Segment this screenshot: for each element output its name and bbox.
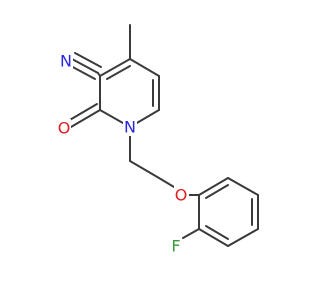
bond-ar-6-1 [198, 177, 229, 196]
bond-carbonyl-2 [67, 103, 98, 122]
atom-n-ring: N [123, 118, 137, 137]
atom-o-ether: O [174, 186, 189, 205]
atom-f: F [170, 237, 182, 256]
bond-ar-6-1-inner [205, 184, 229, 199]
structure-diagram: N N O O F [57, 24, 259, 256]
atom-n-ring-text: N [124, 118, 136, 137]
atom-n-nitrile: N [59, 52, 73, 71]
bond-ar-2-3-inner [205, 225, 229, 240]
bond-ar-f [182, 228, 200, 239]
bond-ar-2-3 [198, 228, 229, 247]
bond-nitrile-1 [71, 58, 99, 74]
bond-c4-c5 [129, 58, 160, 77]
bond-ar-3-4 [227, 228, 259, 247]
atom-labels: N N O O F [57, 52, 189, 256]
bond-c3-c4-inner [106, 65, 131, 80]
bonds [67, 24, 259, 247]
bond-ch2-ch2 [129, 160, 160, 179]
bond-nitrile-3 [74, 52, 102, 68]
bond-ar-5-6 [227, 177, 259, 196]
bond-nitrile-2 [68, 64, 96, 80]
bond-carbonyl-1 [70, 109, 101, 128]
atom-o-carbonyl-text: O [58, 119, 71, 138]
atom-o-carbonyl: O [57, 119, 71, 138]
atom-f-text: F [171, 237, 180, 256]
atom-o-ether-text: O [175, 186, 188, 205]
bond-c3-c4 [99, 58, 131, 77]
bond-ch2-o [158, 177, 175, 188]
atom-n-nitrile-text: N [60, 52, 72, 71]
